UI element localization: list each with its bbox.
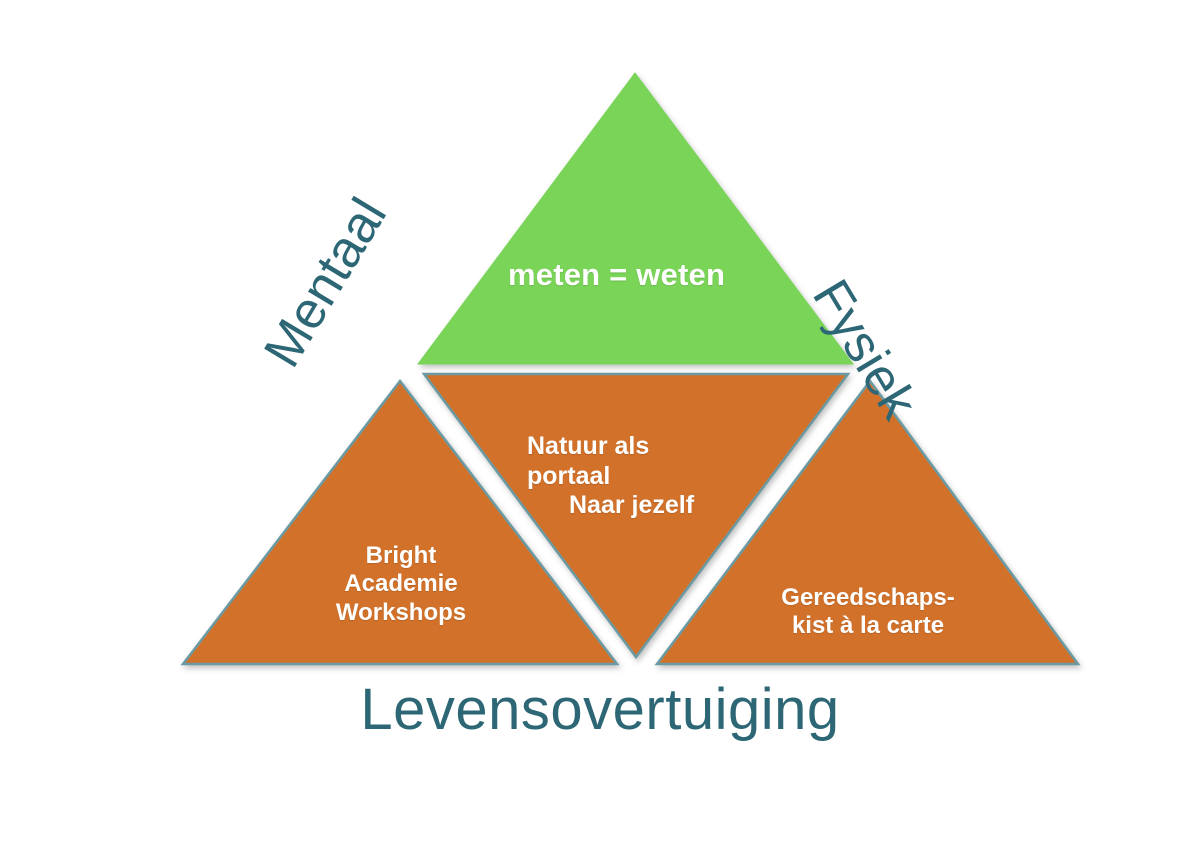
triangle-right-orange[interactable] xyxy=(654,378,1081,666)
triangle-top-green[interactable] xyxy=(417,72,854,365)
triangle-middle-orange[interactable] xyxy=(421,372,851,660)
triangle-left-orange[interactable] xyxy=(180,378,620,666)
